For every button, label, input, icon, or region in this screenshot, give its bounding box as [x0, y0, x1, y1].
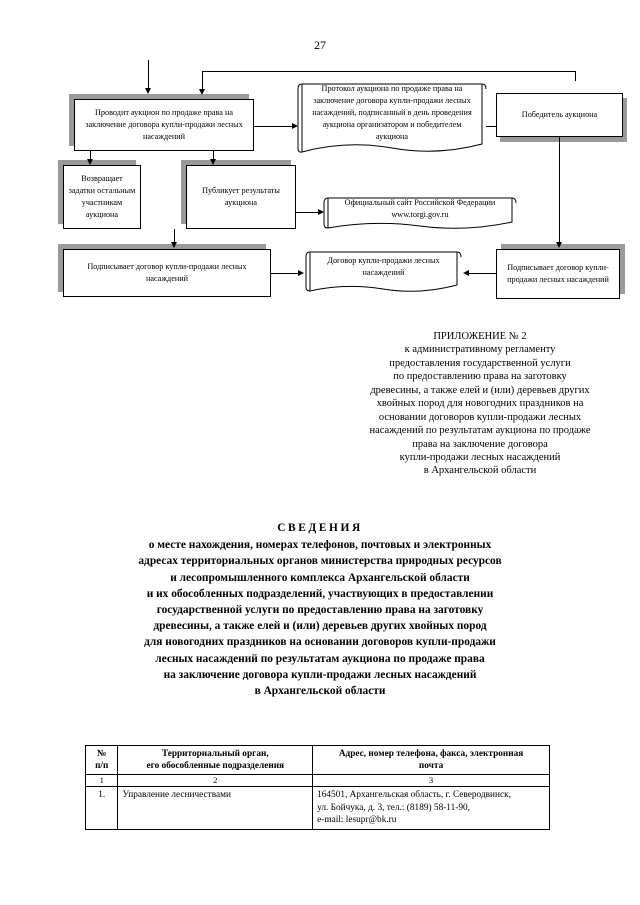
svedeniya-line: о месте нахождения, номерах телефонов, п…	[148, 539, 492, 552]
table-cell-num: 1.	[84, 786, 119, 831]
appendix-line: предоставления государственной услуги	[389, 357, 571, 369]
arrowhead-into-box1-left	[145, 88, 151, 94]
table-colnum-3: 3	[312, 774, 550, 788]
connector-signsleft-to-contract	[271, 273, 300, 274]
table-cell-addr: 164501, Архангельская область, г. Северо…	[312, 786, 550, 831]
table-header-row: № п/п Территориальный орган, его обособл…	[84, 744, 550, 776]
appendix-line: права на заключение договора	[412, 438, 548, 450]
svedeniya-line: на заключение договора купли-продажи лес…	[163, 668, 477, 681]
svedeniya-line: адресах территориальных органов министер…	[138, 555, 502, 568]
svedeniya-line: древесины, а также елей и (или) деревьев…	[153, 620, 487, 633]
node-conducts-auction: Проводит аукцион по продаже права на зак…	[74, 99, 254, 151]
node-signs-contract-right: Подписывает договор купли-продажи лесных…	[496, 249, 620, 299]
arrowhead-contract-in-right	[463, 269, 469, 276]
table-column-number-row: 1 2 3	[84, 774, 550, 788]
connector-signsright-to-contract	[468, 273, 497, 274]
node-auction-protocol: Протокол аукциона по продаже права на за…	[297, 82, 487, 154]
appendix-block: ПРИЛОЖЕНИЕ № 2 к административному регла…	[330, 330, 630, 478]
table-colnum-1: 1	[84, 774, 119, 788]
arrowhead-returns-deposits-in	[87, 159, 93, 165]
connector-publishes-to-site	[296, 212, 320, 213]
flowchart-diagram: Проводит аукцион по продаже права на зак…	[0, 60, 640, 315]
table-header-org: Территориальный орган, его обособленные …	[117, 744, 314, 776]
arrowhead-site-in	[318, 208, 324, 215]
page-number: 27	[314, 38, 326, 52]
node-official-site-line1: Официальный сайт Российской Федерации	[344, 198, 496, 208]
table-cell-org: Управление лесничествами	[117, 786, 314, 831]
appendix-line: насаждений по результатам аукциона по пр…	[369, 425, 591, 437]
connector-box1-down-left	[90, 151, 91, 162]
svedeniya-line: лесных насаждений по результатам аукцион…	[155, 652, 485, 665]
svedeniya-block: СВЕДЕНИЯ о месте нахождения, номерах тел…	[20, 520, 620, 699]
connector-winner-down	[559, 137, 560, 244]
arrowhead-signs-left-in	[171, 242, 177, 248]
svedeniya-line: государственной услуги по предоставлению…	[156, 603, 484, 616]
node-signs-contract-left: Подписывает договор купли-продажи лесных…	[63, 249, 271, 297]
appendix-line: хвойных пород для новогодних праздников …	[376, 398, 584, 410]
table-header-num: № п/п	[84, 744, 119, 776]
node-signs-contract-right-label: Подписывает договор купли-продажи лесных…	[507, 263, 609, 284]
node-returns-deposits-label: Возвращает задатки остальным участникам …	[68, 174, 136, 219]
connector-top-left-down	[202, 71, 203, 91]
table-header-org-line1: Территориальный орган,	[161, 749, 269, 759]
table-header-num-line2: п/п	[95, 761, 109, 772]
node-official-site-label: Официальный сайт Российской Федерации ww…	[324, 196, 516, 226]
arrowhead-into-box1-right	[199, 89, 205, 95]
node-purchase-contract: Договор купли-продажи лесных насаждений	[305, 250, 462, 292]
node-signs-contract-left-label: Подписывает договор купли-продажи лесных…	[87, 262, 247, 283]
table-cell-addr-line: ул. Бойчука, д. 3, тел.: (8189) 58-11-90…	[317, 802, 470, 813]
arrowhead-signs-right-in	[556, 242, 562, 248]
node-returns-deposits: Возвращает задатки остальным участникам …	[63, 165, 141, 229]
svedeniya-line: в Архангельской области	[254, 684, 386, 697]
arrowhead-publishes-in	[210, 159, 216, 165]
node-auction-winner-label: Победитель аукциона	[521, 110, 598, 120]
svedeniya-line: и лесопромышленного комплекса Архангельс…	[170, 571, 470, 584]
node-conducts-auction-label: Проводит аукцион по продаже права на зак…	[85, 108, 243, 141]
appendix-line: древесины, а также елей и (или) деревьев…	[370, 384, 590, 396]
table-header-addr-line2: почта	[418, 761, 444, 772]
node-purchase-contract-label: Договор купли-продажи лесных насаждений	[327, 256, 440, 277]
appendix-line: по предоставлению права на заготовку	[393, 371, 567, 383]
appendix-line: купли-продажи лесных насаждений	[399, 451, 561, 463]
svedeniya-line: для новогодних праздников на основании д…	[144, 636, 496, 649]
appendix-line: основании договоров купли-продажи лесных	[378, 411, 582, 423]
appendix-line: ПРИЛОЖЕНИЕ № 2	[433, 331, 527, 342]
table-cell-addr-line: e-mail: lesupr@bk.ru	[317, 814, 397, 825]
arrowhead-protocol-in	[292, 122, 298, 129]
node-official-site-line2: www.torgi.gov.ru	[391, 210, 449, 219]
connector-top-horizontal	[202, 71, 576, 72]
connector-top-right-down	[575, 71, 576, 81]
svedeniya-heading: СВЕДЕНИЯ	[277, 522, 363, 534]
node-auction-protocol-label: Протокол аукциона по продаже права на за…	[312, 84, 472, 141]
connector-box1-to-protocol	[254, 126, 294, 127]
table-header-addr: Адрес, номер телефона, факса, электронна…	[312, 744, 550, 776]
connector-mid-down-to-signs-left	[174, 229, 175, 244]
table-colnum-2: 2	[117, 774, 314, 788]
territorial-bodies-table: № п/п Территориальный орган, его обособл…	[84, 744, 550, 831]
connector-box1-down-right	[213, 151, 214, 162]
node-publishes-results: Публикует результаты аукциона	[186, 165, 296, 229]
table-header-org-line2: его обособленные подразделения	[146, 761, 285, 772]
svedeniya-line: и их обособленных подразделений, участву…	[146, 587, 494, 600]
connector-incoming-top-left	[148, 60, 149, 90]
table-cell-addr-line: 164501, Архангельская область, г. Северо…	[317, 790, 511, 801]
node-auction-winner: Победитель аукциона	[496, 93, 623, 137]
table-row: 1. Управление лесничествами 164501, Арха…	[84, 786, 550, 831]
table-header-addr-line1: Адрес, номер телефона, факса, электронна…	[338, 749, 524, 759]
appendix-line: к административному регламенту	[404, 344, 556, 356]
appendix-line: в Архангельской области	[423, 465, 537, 477]
node-publishes-results-label: Публикует результаты аукциона	[202, 186, 280, 207]
arrowhead-contract-in-left	[298, 269, 304, 276]
connector-protocol-to-winner	[486, 126, 500, 127]
node-official-site: Официальный сайт Российской Федерации ww…	[323, 196, 517, 229]
table-header-num-line1: №	[97, 749, 107, 759]
